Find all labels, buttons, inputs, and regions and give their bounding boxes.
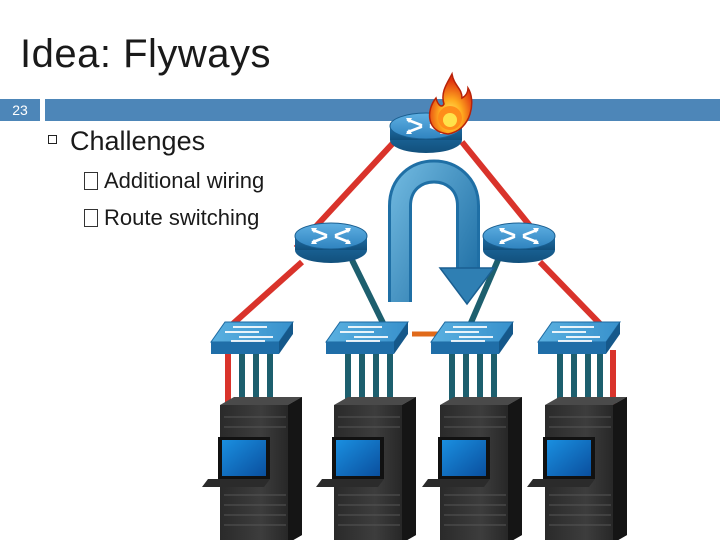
- slide-number: 23: [0, 99, 40, 121]
- aggregation-links: [349, 258, 501, 327]
- sub-bullet-box-icon: [84, 172, 98, 190]
- curved-arrow-icon: [388, 159, 496, 306]
- aggregation-router-right: [481, 221, 557, 265]
- slide-title: Idea: Flyways: [20, 32, 272, 76]
- tor-switch-4: [537, 321, 621, 355]
- rack-links: [239, 352, 603, 405]
- sub-bullet-1-text: Additional wiring: [104, 168, 265, 193]
- bullet-challenges: Challenges: [70, 126, 206, 156]
- sub-bullet-2: Route switching: [84, 205, 259, 231]
- sub-bullet-box-icon: [84, 209, 98, 227]
- tor-switch-1: [210, 321, 294, 355]
- sub-bullet-2-text: Route switching: [104, 205, 260, 230]
- fire-icon: [428, 71, 473, 135]
- server-rack-3: [421, 396, 523, 540]
- sub-bullet-1: Additional wiring: [84, 168, 264, 194]
- server-rack-1: [201, 396, 303, 540]
- header-bar: [45, 99, 720, 121]
- tor-switch-2: [325, 321, 409, 355]
- aggregation-router-left: [293, 221, 369, 265]
- tor-switch-3: [430, 321, 514, 355]
- server-rack-4: [526, 396, 628, 540]
- server-rack-2: [315, 396, 417, 540]
- bullet-square-icon: [48, 135, 57, 144]
